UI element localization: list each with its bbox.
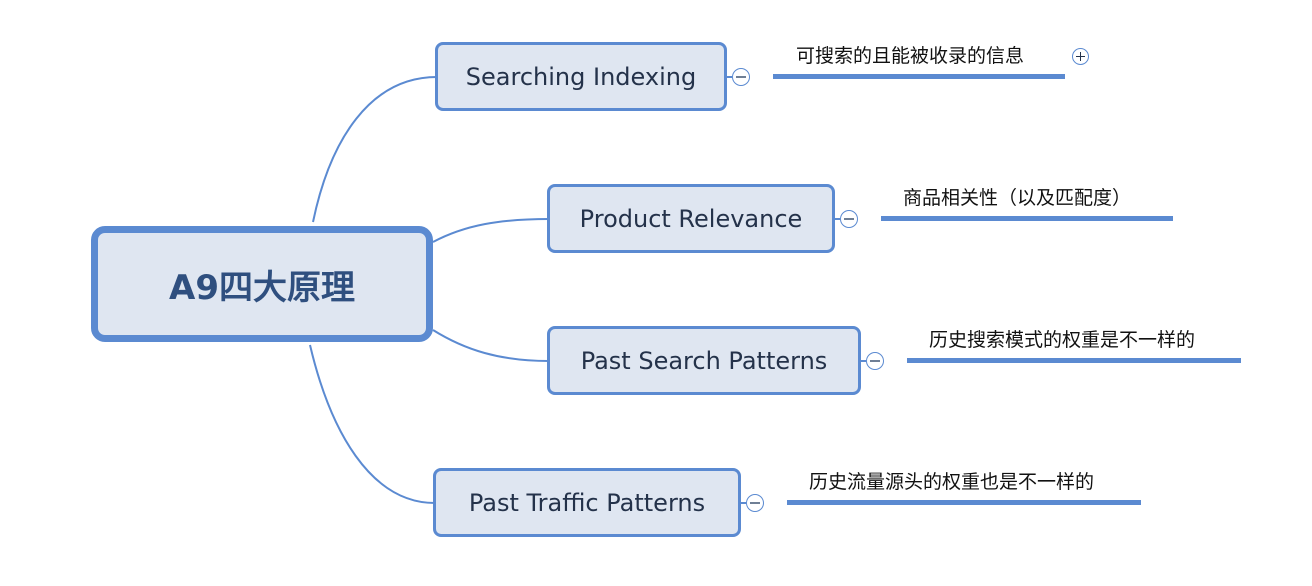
collapse-branch-3-button[interactable]: [866, 352, 884, 370]
branch-node-past-traffic-patterns[interactable]: Past Traffic Patterns: [433, 468, 741, 537]
note-2-underline: [881, 216, 1173, 221]
branch-label: Searching Indexing: [465, 62, 697, 91]
connector-root-branch-2: [432, 218, 550, 243]
connector-root-branch-3: [432, 329, 550, 362]
branch-node-searching-indexing[interactable]: Searching Indexing: [435, 42, 727, 111]
branch-node-past-search-patterns[interactable]: Past Search Patterns: [547, 326, 861, 395]
expand-note-1-button[interactable]: [1072, 48, 1089, 65]
connector-root-branch-1: [312, 76, 438, 223]
note-3-text[interactable]: 历史搜索模式的权重是不一样的: [929, 329, 1196, 351]
branch-label: Past Search Patterns: [580, 346, 828, 375]
connector-root-branch-4: [309, 344, 436, 504]
note-1-underline: [773, 74, 1065, 79]
collapse-branch-2-button[interactable]: [840, 210, 858, 228]
collapse-branch-4-button[interactable]: [746, 494, 764, 512]
root-node[interactable]: A9四大原理: [91, 226, 433, 342]
note-3-underline: [907, 358, 1241, 363]
collapse-branch-1-button[interactable]: [732, 68, 750, 86]
note-2-text[interactable]: 商品相关性（以及匹配度）: [903, 187, 1132, 209]
branch-label: Past Traffic Patterns: [468, 488, 706, 517]
note-4-underline: [787, 500, 1141, 505]
note-1-text[interactable]: 可搜索的且能被收录的信息: [796, 45, 1025, 67]
branch-label: Product Relevance: [579, 204, 803, 233]
note-4-text[interactable]: 历史流量源头的权重也是不一样的: [809, 471, 1095, 493]
branch-node-product-relevance[interactable]: Product Relevance: [547, 184, 835, 253]
root-node-label: A9四大原理: [169, 267, 355, 308]
